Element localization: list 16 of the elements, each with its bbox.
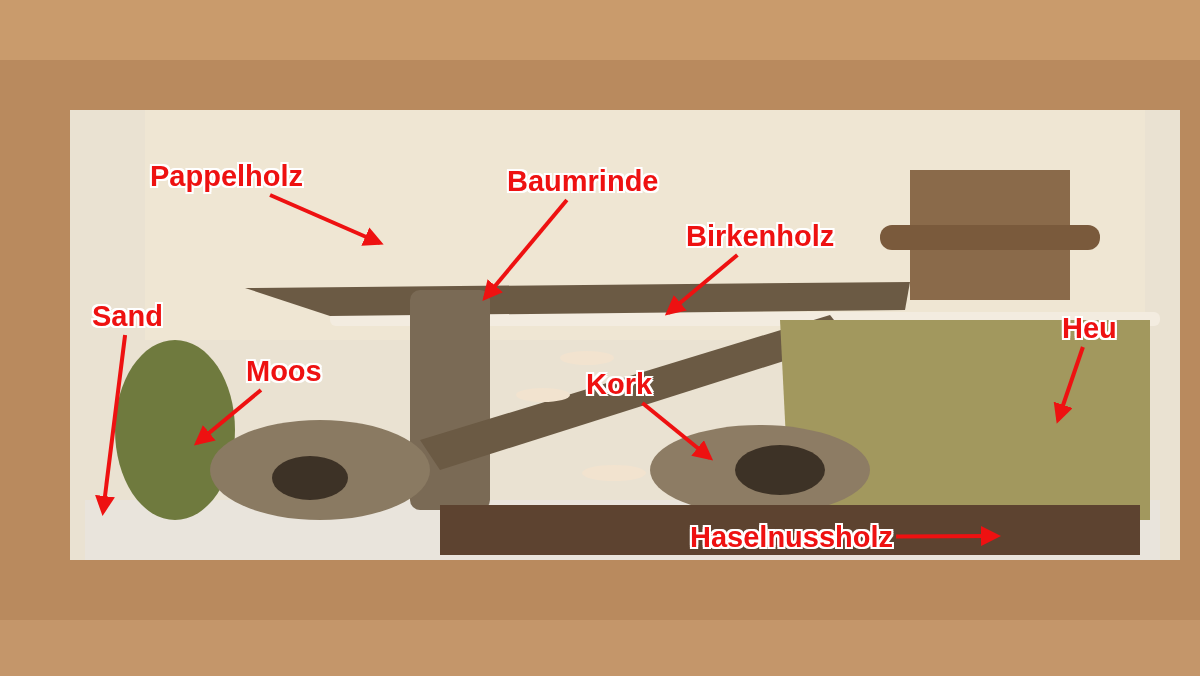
material-label: Haselnussholz <box>690 521 894 553</box>
material-label: Kork <box>586 368 653 400</box>
leader-arrow <box>269 193 384 246</box>
leader-arrow <box>193 388 263 446</box>
leader-arrow <box>896 526 1001 547</box>
leader-arrow <box>482 198 569 302</box>
leader-arrow <box>95 334 128 516</box>
material-label: Birkenholz <box>686 220 835 252</box>
material-label: Baumrinde <box>507 165 659 197</box>
leader-arrow <box>1053 346 1085 424</box>
material-label: Pappelholz <box>150 160 304 192</box>
material-label: Sand <box>92 300 163 332</box>
material-label: Heu <box>1062 312 1117 344</box>
leader-arrow <box>664 253 739 316</box>
leader-arrow <box>641 401 714 461</box>
material-label: Moos <box>246 355 322 387</box>
